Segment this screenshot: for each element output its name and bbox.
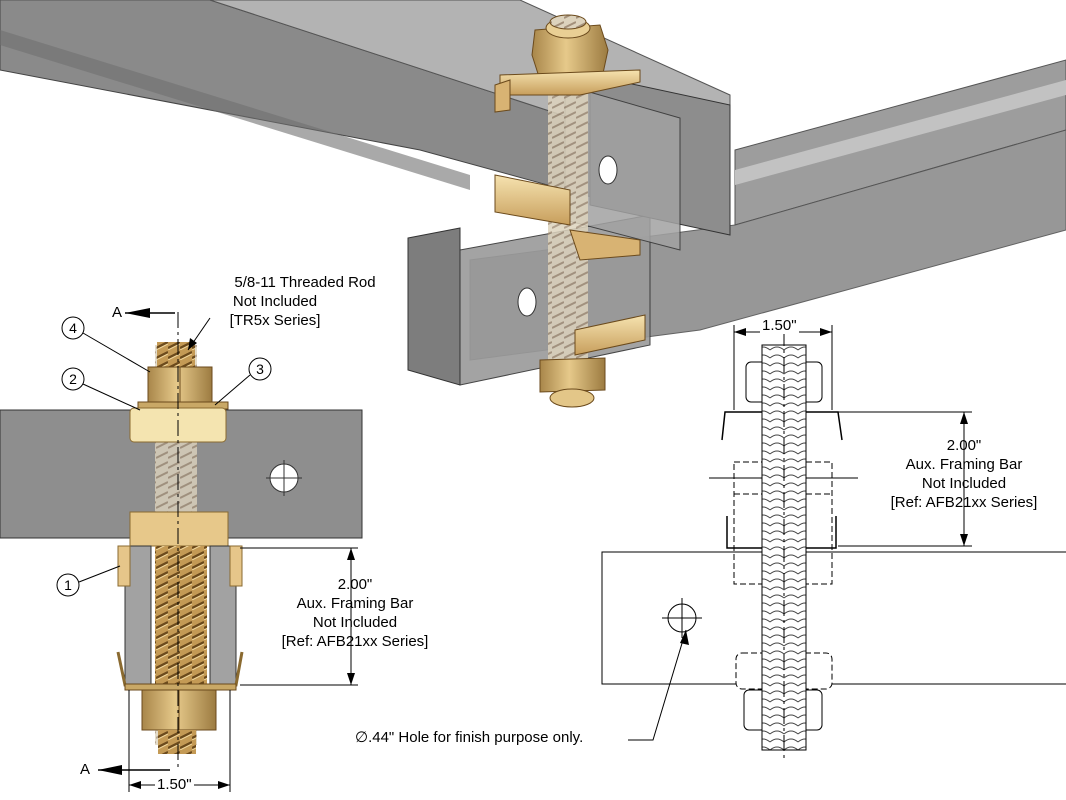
balloon-2: 2 xyxy=(69,371,77,387)
aux-right-line1: Aux. Framing Bar xyxy=(905,456,1023,473)
aux-right-dim: 2.00" xyxy=(946,437,982,454)
aux-left-line2: Not Included xyxy=(312,614,398,631)
aux-left-dim: 2.00" xyxy=(337,576,373,593)
section-mark-bottom: A xyxy=(80,761,91,778)
right-line-view xyxy=(601,325,1066,760)
aux-bar-note-left: 2.00" Aux. Framing Bar Not Included [Ref… xyxy=(255,575,455,651)
balloon-3: 3 xyxy=(256,361,264,377)
rod-note-line1: 5/8-11 Threaded Rod xyxy=(234,274,376,291)
aux-right-line3: [Ref: AFB21xx Series] xyxy=(890,494,1038,511)
aux-left-line1: Aux. Framing Bar xyxy=(296,595,414,612)
balloon-1: 1 xyxy=(64,577,72,593)
rod-note-line2: Not Included xyxy=(232,293,318,310)
rod-note: 5/8-11 Threaded Rod Not Included [TR5x S… xyxy=(205,273,405,330)
balloon-4: 4 xyxy=(69,320,77,336)
section-mark-top: A xyxy=(112,304,123,321)
aux-bar-note-right: 2.00" Aux. Framing Bar Not Included [Ref… xyxy=(864,436,1064,512)
hole-note: ∅.44" Hole for finish purpose only. xyxy=(355,729,584,746)
aux-left-line3: [Ref: AFB21xx Series] xyxy=(281,633,429,650)
rod-note-line3: [TR5x Series] xyxy=(229,312,321,329)
width-dim-left: 1.50" xyxy=(155,776,194,793)
iso-view xyxy=(0,0,1066,408)
left-section-view xyxy=(0,308,363,792)
width-dim-right: 1.50" xyxy=(760,317,799,334)
aux-right-line2: Not Included xyxy=(921,475,1007,492)
